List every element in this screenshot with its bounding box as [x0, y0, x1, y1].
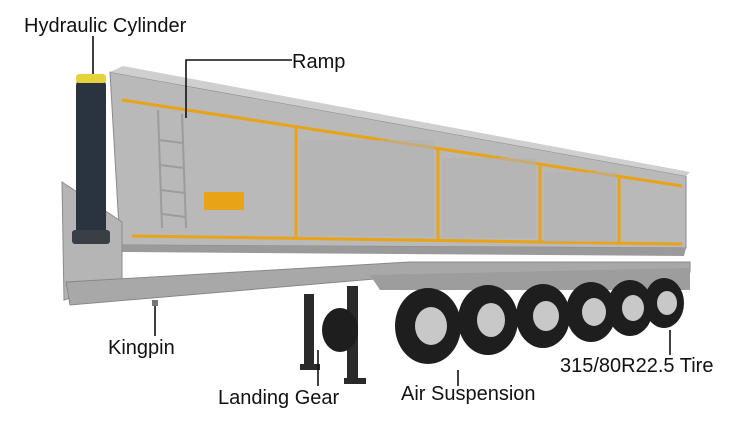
ramp-ladder: [157, 109, 187, 229]
hydraulic-cylinder-label: Hydraulic Cylinder: [24, 15, 187, 37]
wheels: [322, 278, 684, 364]
tire-label: 315/80R22.5 Tire: [560, 355, 714, 377]
air-suspension-label: Air Suspension: [401, 383, 536, 405]
leader-ramp: [185, 59, 292, 118]
kingpin: [152, 300, 158, 306]
kingpin-label: Kingpin: [108, 337, 175, 359]
dump-body: [109, 66, 690, 256]
ramp-label: Ramp: [292, 51, 346, 73]
chassis-frame: [65, 261, 691, 306]
landing-gear-label: Landing Gear: [218, 387, 340, 409]
hydraulic-cylinder: [72, 74, 110, 244]
